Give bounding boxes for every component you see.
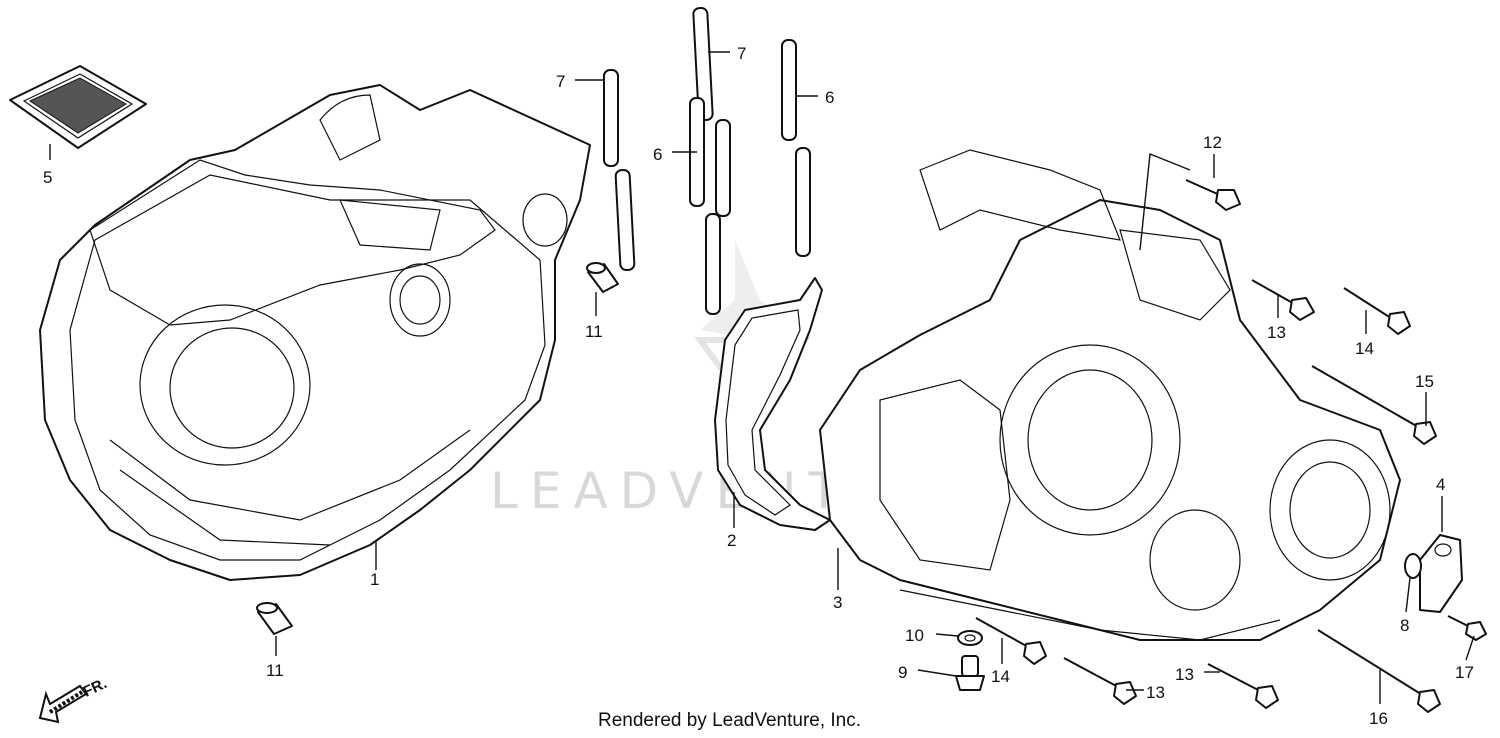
callout-4: 4 — [1436, 475, 1445, 494]
callout-6b: 6 — [825, 88, 834, 107]
left-crankcase-part — [39, 84, 591, 581]
stud-bolts — [603, 7, 811, 315]
callout-5: 5 — [43, 168, 52, 187]
dowel-pin-lower — [256, 602, 293, 635]
callout-14a: 14 — [1355, 339, 1374, 358]
callout-12: 12 — [1203, 133, 1222, 152]
right-crankcase-part — [819, 149, 1401, 641]
callout-7a: 7 — [556, 72, 565, 91]
callout-13c: 13 — [1175, 665, 1194, 684]
callout-labels: 5 1 2 3 4 6 6 7 7 8 9 10 11 11 12 13 13 … — [43, 44, 1474, 728]
callout-11b: 11 — [266, 661, 284, 680]
callout-8: 8 — [1400, 616, 1409, 635]
callout-7b: 7 — [737, 44, 746, 63]
credit-text: Rendered by LeadVenture, Inc. — [598, 710, 861, 731]
front-direction-arrow: FR. — [38, 675, 110, 724]
gasket-part — [714, 277, 831, 531]
callout-2: 2 — [727, 531, 736, 550]
callout-10: 10 — [905, 626, 924, 645]
callout-1: 1 — [370, 570, 379, 589]
flange-bolts — [955, 179, 1487, 713]
callout-13a: 13 — [1267, 323, 1286, 342]
callout-6a: 6 — [653, 145, 662, 164]
callout-13b: 13 — [1146, 683, 1165, 702]
filter-screen-part — [9, 65, 147, 149]
leader-lines — [49, 51, 1475, 704]
cover-plate-part — [1404, 534, 1463, 613]
callout-15: 15 — [1415, 372, 1434, 391]
callout-14b: 14 — [991, 667, 1010, 686]
callout-3: 3 — [833, 593, 842, 612]
dowel-pin-upper — [586, 262, 619, 293]
callout-11a: 11 — [585, 322, 603, 341]
callout-9: 9 — [898, 663, 907, 682]
callout-17: 17 — [1455, 663, 1474, 682]
direction-label: FR. — [81, 675, 110, 701]
callout-16: 16 — [1369, 709, 1388, 728]
